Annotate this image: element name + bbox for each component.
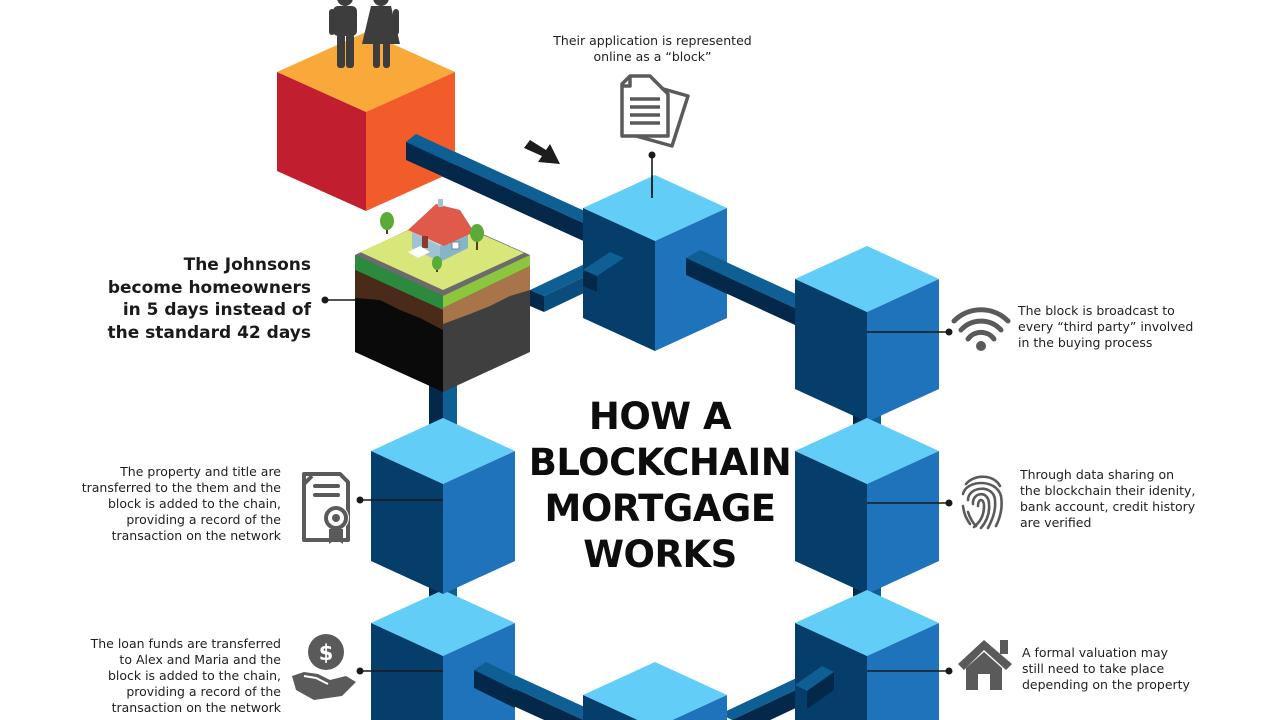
cube-left-face xyxy=(583,208,655,351)
caption-valuation: A formal valuation may still need to tak… xyxy=(1022,645,1190,693)
cube-right-face xyxy=(867,279,939,422)
cube-left-face xyxy=(583,695,638,720)
couple-icon xyxy=(329,0,400,68)
title-line: HOW A xyxy=(588,395,732,438)
connector-face xyxy=(583,270,597,292)
caption-line: transferred to the them and the xyxy=(81,480,281,495)
house-icon xyxy=(958,640,1012,690)
caption-line: Through data sharing on xyxy=(1020,467,1175,482)
caption-line: become homeowners xyxy=(107,277,311,298)
connector-face xyxy=(807,672,834,709)
stub-application-right xyxy=(686,250,727,294)
cube-right-face xyxy=(867,451,939,594)
connector-face xyxy=(686,250,727,279)
connector-face xyxy=(474,662,515,690)
cube-top-face xyxy=(583,662,727,720)
caption-title-transfer: The property and title are transferred t… xyxy=(40,464,281,544)
block-verification xyxy=(795,418,939,594)
block-bottom xyxy=(583,662,727,720)
caption-homeowners: The Johnsons become homeowners in 5 days… xyxy=(60,254,311,344)
title-line: MORTGAGE xyxy=(544,487,777,530)
fingerprint-icon xyxy=(961,475,1003,530)
caption-line: The property and title are xyxy=(120,464,281,479)
stub-valuation-left xyxy=(795,666,834,709)
leader-loan xyxy=(356,667,403,675)
caption-line: depending on the property xyxy=(1022,677,1190,692)
leader-title xyxy=(356,496,403,504)
leader-verification xyxy=(907,499,953,507)
block-loan-funds xyxy=(371,590,515,720)
caption-line: in the buying process xyxy=(1018,335,1153,350)
caption-line: A formal valuation may xyxy=(1022,645,1169,660)
arrow-icon xyxy=(524,140,560,164)
certificate-icon xyxy=(302,472,350,544)
caption-line: are verified xyxy=(1020,515,1092,530)
cube-left-face xyxy=(795,451,867,594)
caption-application: Their application is represented online … xyxy=(520,33,785,65)
svg-text:$: $ xyxy=(319,641,334,665)
cube-right-face xyxy=(443,451,515,594)
block-application xyxy=(583,175,727,351)
caption-line: the standard 42 days xyxy=(107,322,311,343)
caption-line: Their application is represented xyxy=(553,33,752,48)
connector-face xyxy=(686,258,727,294)
title-line: BLOCKCHAIN xyxy=(528,441,792,484)
caption-line: providing a record of the xyxy=(126,512,281,527)
document-icon xyxy=(620,74,690,148)
caption-verification: Through data sharing on the blockchain t… xyxy=(1020,467,1195,531)
leader-lines xyxy=(321,151,953,675)
caption-line: every “third party” involved xyxy=(1018,319,1194,334)
leader-valuation xyxy=(907,667,953,675)
block-title-transfer xyxy=(371,418,515,594)
block-broadcast xyxy=(795,246,939,422)
caption-loan-funds: The loan funds are transferred to Alex a… xyxy=(40,636,281,716)
start-connector-stub xyxy=(406,134,455,182)
wifi-icon xyxy=(951,307,1011,351)
start-cube xyxy=(277,32,455,211)
stub-application-left xyxy=(583,252,624,292)
leader-homeowners xyxy=(321,296,356,304)
caption-line: in 5 days instead of xyxy=(122,300,311,320)
caption-line: transaction on the network xyxy=(111,700,281,715)
cube-left-face xyxy=(795,279,867,422)
caption-line: The loan funds are transferred xyxy=(90,636,281,651)
connector-face xyxy=(795,666,834,691)
chain-blocks xyxy=(371,175,939,720)
caption-line: the blockchain their idenity, xyxy=(1020,483,1196,498)
caption-line: online as a “block” xyxy=(593,49,712,64)
caption-line: providing a record of the xyxy=(126,684,281,699)
caption-line: The Johnsons xyxy=(183,255,311,275)
title-line: WORKS xyxy=(583,533,737,576)
caption-line: bank account, credit history xyxy=(1020,499,1196,514)
cube-left-face xyxy=(371,451,443,594)
connector-face xyxy=(474,670,515,708)
page-title: HOW A BLOCKCHAIN MORTGAGE WORKS xyxy=(520,394,800,578)
caption-line: to Alex and Maria and the xyxy=(119,652,281,667)
caption-broadcast: The block is broadcast to every “third p… xyxy=(1018,303,1193,351)
cube-right-face xyxy=(655,208,727,351)
caption-line: still need to take place xyxy=(1022,661,1165,676)
stub-loan-right xyxy=(474,662,515,708)
caption-line: block is added to the chain, xyxy=(107,668,281,683)
connector-face xyxy=(583,252,624,276)
money-hand-icon: $ xyxy=(292,634,356,700)
leader-application xyxy=(648,151,656,198)
leader-broadcast xyxy=(907,328,953,336)
house-plot-cube xyxy=(355,199,530,392)
caption-line: The block is broadcast to xyxy=(1018,303,1175,318)
cube-right-face xyxy=(672,695,727,720)
caption-line: transaction on the network xyxy=(111,528,281,543)
caption-line: block is added to the chain, xyxy=(107,496,281,511)
